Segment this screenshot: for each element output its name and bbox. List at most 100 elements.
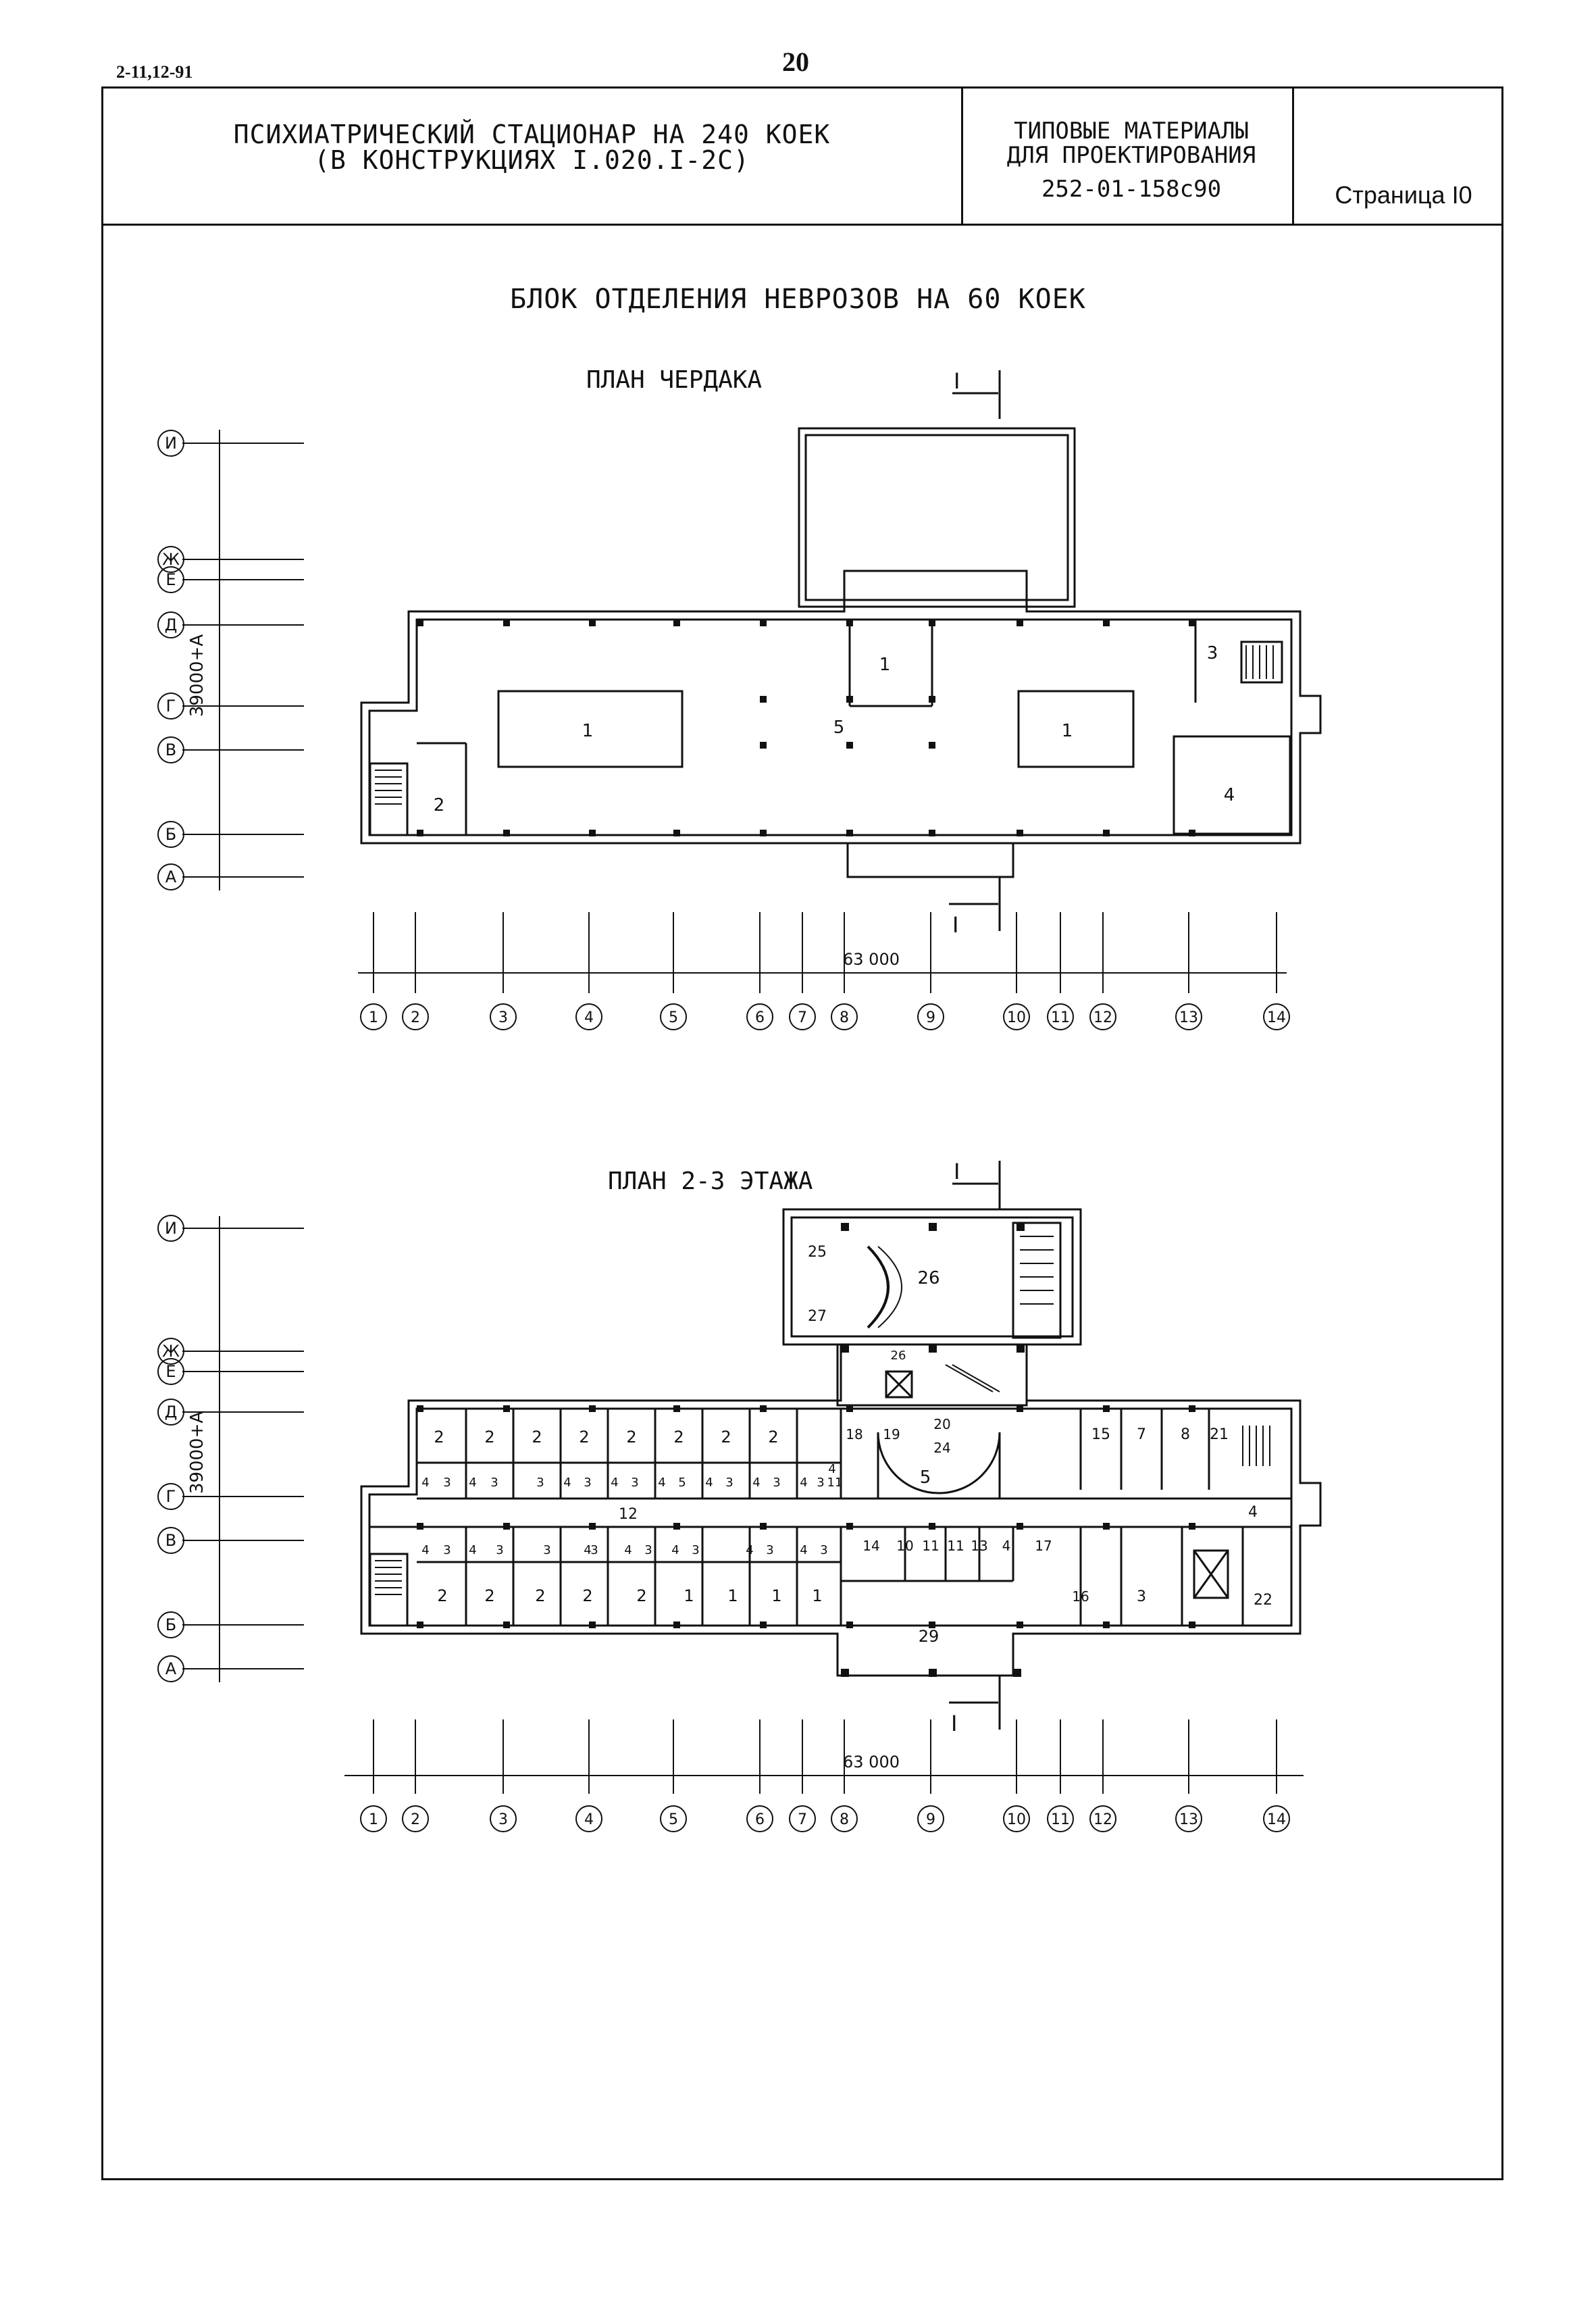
row-axis-label: Е (165, 570, 176, 589)
attic-horizontal-dimension: 63 000 (843, 950, 900, 969)
floor-room-label: 2 (484, 1428, 494, 1447)
floor-room-label: 3 (725, 1476, 733, 1490)
materials-line2: ДЛЯ ПРОЕКТИРОВАНИЯ (1006, 142, 1256, 169)
column-axis-label: 10 (1007, 1811, 1026, 1828)
column-axis-label: 11 (1051, 1009, 1070, 1026)
floor-room-label: 20 (933, 1416, 950, 1432)
attic-room-label: 2 (434, 795, 445, 815)
floor-room-label: 2 (582, 1586, 592, 1605)
floor-room-label: 2 (434, 1428, 444, 1447)
floor-horizontal-dimension: 63 000 (843, 1753, 900, 1771)
floor-room-label: 7 (1137, 1426, 1146, 1443)
floor-room-label: 4 (752, 1476, 760, 1490)
project-title: ПСИХИАТРИЧЕСКИЙ СТАЦИОНАР НА 240 КОЕК (В… (101, 122, 962, 173)
floor-room-label: 3 (631, 1476, 638, 1490)
floor-room-label: 2 (626, 1428, 636, 1447)
column-axis-label: 1 (369, 1811, 378, 1828)
floor-room-label: 3 (490, 1476, 498, 1490)
page-number: 20 (782, 47, 809, 77)
attic-room-label: 1 (1062, 721, 1073, 741)
floor-room-label: 17 (1035, 1538, 1052, 1554)
floor-room-label: 2 (721, 1428, 731, 1447)
column-axis-label: 8 (840, 1009, 849, 1026)
floor-room-label: 2 (535, 1586, 545, 1605)
floor-room-label: 15 (1091, 1426, 1110, 1443)
floor-room-label: 3 (496, 1543, 503, 1557)
attic-outline (360, 570, 1322, 878)
floor-room-label: 4 (1002, 1538, 1011, 1554)
floor-room-label: 27 (808, 1308, 827, 1325)
floor-room-label: 24 (933, 1440, 950, 1456)
block-title: БЛОК ОТДЕЛЕНИЯ НЕВРОЗОВ НА 60 КОЕК (510, 284, 1086, 315)
section-mark: I (954, 368, 960, 394)
floor-room-label: 25 (808, 1244, 827, 1261)
floor-room-label: 3 (1137, 1588, 1146, 1605)
row-axis-label: Д (165, 1403, 178, 1422)
column-axis-label: 4 (584, 1009, 594, 1026)
floor-room-label: 4 (584, 1543, 591, 1557)
series-code: 2-11,12-91 (116, 62, 193, 82)
column-axis-label: 8 (840, 1811, 849, 1828)
floor-room-label: 2 (673, 1428, 684, 1447)
floor-room-label: 4 (421, 1543, 429, 1557)
column-axis-label: 10 (1007, 1009, 1026, 1026)
attic-room-label: 5 (833, 718, 845, 738)
floor-room-label: 18 (846, 1426, 863, 1442)
floor-room-label: 14 (863, 1538, 879, 1554)
section-mark: I (951, 1711, 957, 1736)
sheet-page-label: Страница I0 (1335, 181, 1472, 209)
corridor-label: 12 (619, 1506, 638, 1523)
floor-room-label: 4 (800, 1543, 807, 1557)
column-axis-label: 7 (798, 1811, 807, 1828)
floor-room-label: 26 (917, 1268, 939, 1288)
attic-vertical-dimension: 39000+A (187, 634, 207, 717)
floor-room-label: 1 (812, 1586, 822, 1605)
floor-room-label: 8 (1181, 1426, 1190, 1443)
floor-room-label: 13 (971, 1538, 987, 1554)
floor-room-label: 4 (705, 1476, 713, 1490)
floor-room-label: 4 (746, 1543, 753, 1557)
row-axis-label: В (165, 740, 176, 759)
row-axis-label: И (165, 1219, 177, 1238)
floor-room-label: 4 (469, 1476, 476, 1490)
column-axis-label: 2 (411, 1009, 420, 1026)
floor-room-label: 2 (579, 1428, 589, 1447)
column-axis-label: 2 (411, 1811, 420, 1828)
floor-room-label: 4 (624, 1543, 632, 1557)
floor-room-label: 21 (1210, 1426, 1229, 1443)
row-axis-label: Ж (162, 1342, 180, 1361)
floor-room-label: 3 (773, 1476, 780, 1490)
column-axis-label: 7 (798, 1009, 807, 1026)
floor-room-label: 3 (543, 1543, 550, 1557)
column-axis-label: 6 (755, 1811, 765, 1828)
attic-room-label: 4 (1224, 785, 1235, 805)
column-axis-label: 6 (755, 1009, 765, 1026)
project-code: 252-01-158с90 (1041, 176, 1222, 203)
floor-room-label: 3 (692, 1543, 699, 1557)
floor-room-label: 5 (920, 1467, 931, 1488)
materials-line1: ТИПОВЫЕ МАТЕРИАЛЫ (1014, 118, 1249, 145)
floor-room-label: 4 (611, 1476, 618, 1490)
floor-room-label: 3 (644, 1543, 652, 1557)
floor-room-label: 1 (727, 1586, 738, 1605)
attic-tower-outline (798, 427, 1076, 608)
column-axis-label: 3 (498, 1811, 508, 1828)
floor-room-label: 4 (469, 1543, 476, 1557)
floor-room-label: 3 (536, 1476, 544, 1490)
column-axis-label: 9 (926, 1811, 935, 1828)
section-mark: I (952, 912, 958, 938)
row-axis-label: В (165, 1531, 176, 1550)
row-axis-label: Г (166, 1487, 176, 1506)
column-axis-label: 14 (1267, 1009, 1286, 1026)
attic-room-label: 1 (879, 655, 891, 675)
row-axis-label: Ж (162, 550, 180, 569)
section-mark: I (954, 1159, 960, 1184)
floor-room-label: 22 (1254, 1592, 1272, 1609)
floor-plan-drawing (360, 1208, 1322, 1677)
attic-room-label: 3 (1207, 643, 1218, 663)
floor-room-label: 4 (671, 1543, 679, 1557)
floor-room-label: 3 (584, 1476, 591, 1490)
column-axis-label: 13 (1179, 1009, 1198, 1026)
row-axis-label: Е (165, 1362, 176, 1381)
title-block-divider (1292, 86, 1294, 226)
